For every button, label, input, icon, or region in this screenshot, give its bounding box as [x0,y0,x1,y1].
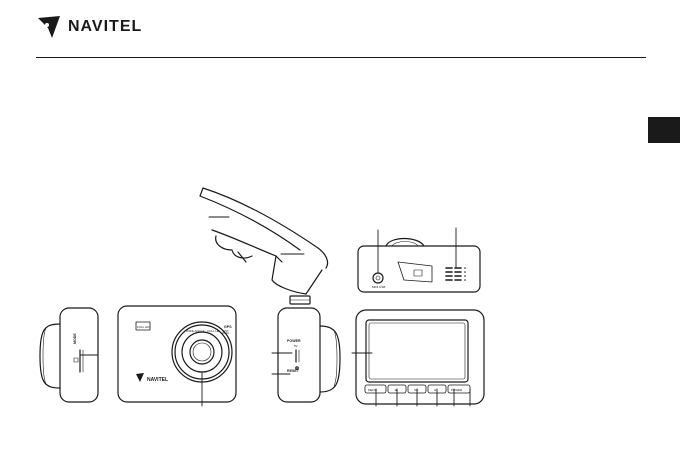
page-header: NAVITEL [0,0,680,58]
mode-label: MODE [73,333,77,344]
top-port-label: MINI USB [372,285,385,289]
menu-button-label: MENU [368,388,377,392]
front-view: FULL HD GPS Wi-Fi WIDE ANGLE · FULL HD ·… [117,305,237,403]
callout-lines [79,216,471,407]
top-view: MINI USB [357,237,481,293]
right-side-view: POWER 5V RESET [277,307,341,403]
power-button-label: POWER [451,388,463,392]
full-hd-badge: FULL HD [137,325,150,329]
lens-ring-text: WIDE ANGLE · FULL HD · 170° [186,329,229,333]
reset-label: RESET [287,369,300,373]
ok-button-label: OK [414,388,418,392]
left-button-label: ◄ [394,388,397,392]
rear-view: MENU ◄ OK ► POWER [355,309,485,405]
brand-name: NAVITEL [68,18,143,35]
section-tab-marker [648,117,680,143]
windshield-mount [199,187,329,305]
right-button-label: ► [434,388,437,392]
navitel-logo-icon [38,16,60,38]
gps-badge: GPS [224,325,232,329]
header-rule [36,57,646,58]
power-label: POWER [287,339,301,343]
front-brand-label: NAVITEL [147,377,168,383]
power-sub-label: 5V [294,344,298,348]
